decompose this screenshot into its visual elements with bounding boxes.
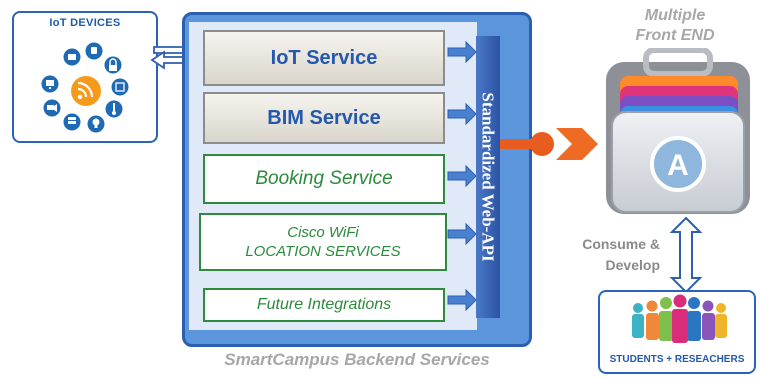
future-integrations-box: Future Integrations xyxy=(203,288,445,322)
cisco-service-arrow xyxy=(447,222,477,246)
cisco-wifi-label: Cisco WiFi xyxy=(287,224,359,241)
frontend-title: Multiple Front END xyxy=(610,6,740,46)
students-researchers-panel: STUDENTS + RESEACHERS xyxy=(598,290,756,374)
cisco-wifi-box: Cisco WiFi LOCATION SERVICES xyxy=(199,213,447,271)
students-researchers-label: STUDENTS + RESEACHERS xyxy=(609,354,745,365)
camera-icon xyxy=(43,99,61,117)
web-api-label: Standardized Web-API xyxy=(479,92,498,262)
future-service-arrow xyxy=(447,288,477,312)
calendar-icon xyxy=(111,78,129,96)
api-connector xyxy=(500,128,598,160)
plug-icon xyxy=(85,42,103,60)
lightbulb-icon xyxy=(87,115,105,133)
iot-service-arrow xyxy=(447,40,477,64)
booking-service-label: Booking Service xyxy=(255,168,393,189)
develop-label: Develop xyxy=(605,257,660,273)
iot-service-box: IoT Service xyxy=(203,30,445,86)
backend-services-label: SmartCampus Backend Services xyxy=(224,350,490,369)
consume-label: Consume & xyxy=(582,236,660,252)
lock-icon xyxy=(104,56,122,74)
future-integrations-label: Future Integrations xyxy=(256,296,392,313)
printer-icon xyxy=(63,48,81,66)
booking-service-arrow xyxy=(447,164,477,188)
location-services-label: LOCATION SERVICES xyxy=(245,243,401,260)
people-group-icon xyxy=(632,294,727,343)
vertical-double-arrow xyxy=(669,216,703,294)
frontend-title-line2: Front END xyxy=(635,27,715,44)
web-api-label-svg: Standardized Web-API xyxy=(479,92,498,262)
frontend-title-line1: Multiple xyxy=(644,7,706,24)
iot-devices-panel: IoT DEVICES xyxy=(12,11,158,143)
web-api-bar xyxy=(476,36,500,318)
monitor-icon xyxy=(41,75,59,93)
bim-service-box: BIM Service xyxy=(203,92,445,144)
thermometer-icon xyxy=(105,100,123,118)
consume-develop-label: Consume & Develop xyxy=(560,234,660,276)
server-icon xyxy=(63,113,81,131)
svg-text:A: A xyxy=(667,149,689,182)
iot-device-icons xyxy=(41,42,129,133)
app-store-bag-icon: A xyxy=(606,48,750,214)
iot-devices-title: IoT DEVICES xyxy=(49,17,121,29)
booking-service-box: Booking Service xyxy=(203,154,445,204)
bim-service-label: BIM Service xyxy=(267,107,381,129)
rss-hub-icon xyxy=(71,76,101,106)
bim-service-arrow xyxy=(447,102,477,126)
service-to-api-arrows xyxy=(447,40,477,312)
iot-service-label: IoT Service xyxy=(270,47,378,69)
